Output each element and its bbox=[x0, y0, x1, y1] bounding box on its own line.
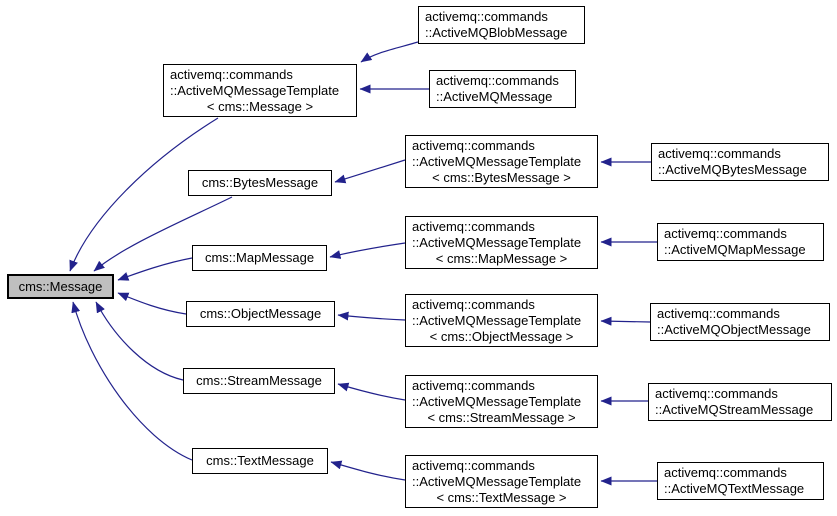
node-label-line: ::ActiveMQTextMessage bbox=[664, 481, 805, 496]
edge-template-cms-text-message-to-cms-text-message bbox=[330, 460, 406, 481]
node-activemq-message[interactable]: activemq::commands::ActiveMQMessage bbox=[429, 70, 576, 108]
node-label-line: activemq::commands bbox=[664, 465, 787, 480]
node-label-line: activemq::commands bbox=[412, 218, 535, 234]
node-label-line: < cms::TextMessage > bbox=[436, 489, 567, 505]
node-label-line: cms::Message bbox=[18, 278, 103, 294]
node-label-line: < cms::MapMessage > bbox=[435, 250, 568, 266]
node-label-line: ::ActiveMQBytesMessage bbox=[658, 162, 807, 177]
node-template-cms-map-message[interactable]: activemq::commands::ActiveMQMessageTempl… bbox=[405, 216, 598, 269]
node-label-line: cms::BytesMessage bbox=[201, 175, 319, 190]
node-template-cms-stream-message[interactable]: activemq::commands::ActiveMQMessageTempl… bbox=[405, 375, 598, 428]
node-label-line: cms::TextMessage bbox=[206, 453, 314, 468]
node-label-line: < cms::StreamMessage > bbox=[427, 409, 576, 425]
node-activemq-stream-message[interactable]: activemq::commands::ActiveMQStreamMessag… bbox=[648, 383, 832, 421]
node-cms-bytes-message[interactable]: cms::BytesMessage bbox=[188, 170, 332, 196]
edge-cms-text-message-to-cms-message bbox=[71, 301, 193, 461]
edge-activemq-blob-message-to-template-cms-message bbox=[360, 41, 419, 63]
node-activemq-blob-message[interactable]: activemq::commands::ActiveMQBlobMessage bbox=[418, 6, 585, 44]
node-activemq-bytes-message[interactable]: activemq::commands::ActiveMQBytesMessage bbox=[651, 143, 829, 181]
node-cms-object-message[interactable]: cms::ObjectMessage bbox=[186, 301, 335, 327]
node-template-cms-text-message[interactable]: activemq::commands::ActiveMQMessageTempl… bbox=[405, 455, 598, 508]
node-label-line: ::ActiveMQMessageTemplate bbox=[412, 312, 582, 328]
node-label-line: ::ActiveMQStreamMessage bbox=[655, 402, 814, 417]
node-label-line: activemq::commands bbox=[412, 377, 535, 393]
node-label-line: ::ActiveMQObjectMessage bbox=[657, 322, 811, 337]
node-label-line: activemq::commands bbox=[655, 386, 778, 401]
node-cms-message: cms::Message bbox=[7, 274, 114, 299]
node-label-line: activemq::commands bbox=[436, 73, 559, 88]
node-label-line: ::ActiveMQMessageTemplate bbox=[412, 234, 582, 250]
node-label-line: activemq::commands bbox=[657, 306, 780, 321]
node-label-line: < cms::BytesMessage > bbox=[432, 169, 571, 185]
edge-activemq-object-message-to-template-cms-object-message bbox=[600, 316, 651, 326]
node-label-line: cms::StreamMessage bbox=[196, 373, 322, 388]
node-cms-map-message[interactable]: cms::MapMessage bbox=[192, 245, 327, 271]
node-label-line: ::ActiveMQMessageTemplate bbox=[412, 473, 582, 489]
node-label-line: cms::ObjectMessage bbox=[199, 306, 322, 321]
edge-cms-stream-message-to-cms-message bbox=[95, 301, 184, 381]
node-label-line: cms::MapMessage bbox=[204, 250, 315, 265]
node-label-line: activemq::commands bbox=[425, 9, 548, 24]
node-label-line: activemq::commands bbox=[412, 296, 535, 312]
node-cms-text-message[interactable]: cms::TextMessage bbox=[192, 448, 328, 474]
edge-template-cms-map-message-to-cms-map-message bbox=[329, 242, 406, 259]
edge-template-cms-bytes-message-to-cms-bytes-message bbox=[334, 159, 406, 184]
node-label-line: activemq::commands bbox=[664, 226, 787, 241]
node-template-cms-object-message[interactable]: activemq::commands::ActiveMQMessageTempl… bbox=[405, 294, 598, 347]
edge-cms-map-message-to-cms-message bbox=[117, 257, 193, 281]
node-label-line: ::ActiveMQMessageTemplate bbox=[170, 82, 340, 98]
node-cms-stream-message[interactable]: cms::StreamMessage bbox=[183, 368, 335, 394]
node-label-line: activemq::commands bbox=[412, 137, 535, 153]
node-label-line: ::ActiveMQMessageTemplate bbox=[412, 153, 582, 169]
edge-template-cms-object-message-to-cms-object-message bbox=[337, 311, 406, 321]
node-activemq-object-message[interactable]: activemq::commands::ActiveMQObjectMessag… bbox=[650, 303, 830, 341]
node-label-line: ::ActiveMQBlobMessage bbox=[425, 25, 568, 40]
node-label-line: ::ActiveMQMapMessage bbox=[664, 242, 806, 257]
node-label-line: activemq::commands bbox=[658, 146, 781, 161]
node-label-line: activemq::commands bbox=[170, 66, 293, 82]
node-label-line: ::ActiveMQMessageTemplate bbox=[412, 393, 582, 409]
edge-cms-object-message-to-cms-message bbox=[117, 292, 187, 315]
node-label-line: < cms::Message > bbox=[206, 98, 314, 114]
edge-template-cms-stream-message-to-cms-stream-message bbox=[337, 382, 406, 401]
node-template-cms-message[interactable]: activemq::commands::ActiveMQMessageTempl… bbox=[163, 64, 357, 117]
node-activemq-map-message[interactable]: activemq::commands::ActiveMQMapMessage bbox=[657, 223, 824, 261]
node-template-cms-bytes-message[interactable]: activemq::commands::ActiveMQMessageTempl… bbox=[405, 135, 598, 188]
node-activemq-text-message[interactable]: activemq::commands::ActiveMQTextMessage bbox=[657, 462, 824, 500]
node-label-line: activemq::commands bbox=[412, 457, 535, 473]
node-label-line: < cms::ObjectMessage > bbox=[429, 328, 574, 344]
node-label-line: ::ActiveMQMessage bbox=[436, 89, 553, 104]
